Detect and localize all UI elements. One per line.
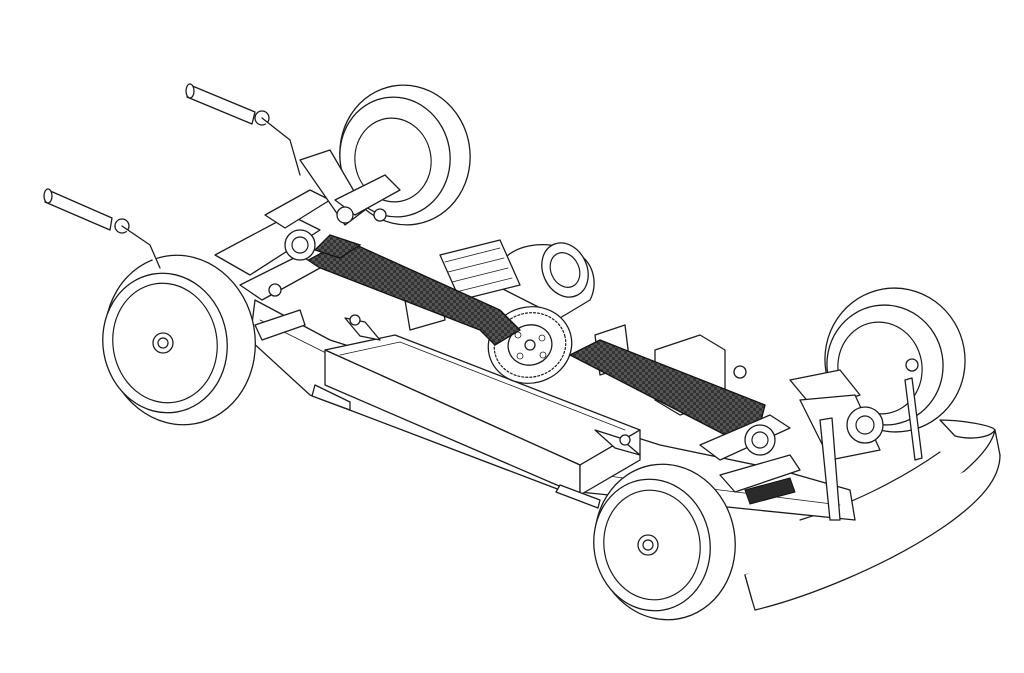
front-bumper (744, 419, 1001, 611)
rear-left-wheel (102, 254, 256, 426)
front-suspension (699, 358, 923, 521)
carbon-top-deck (303, 234, 766, 441)
steering-links (344, 314, 641, 456)
motor (439, 239, 595, 319)
rear-suspension (214, 149, 401, 341)
front-left-wheel (593, 463, 736, 621)
rear-body-posts (43, 83, 301, 269)
